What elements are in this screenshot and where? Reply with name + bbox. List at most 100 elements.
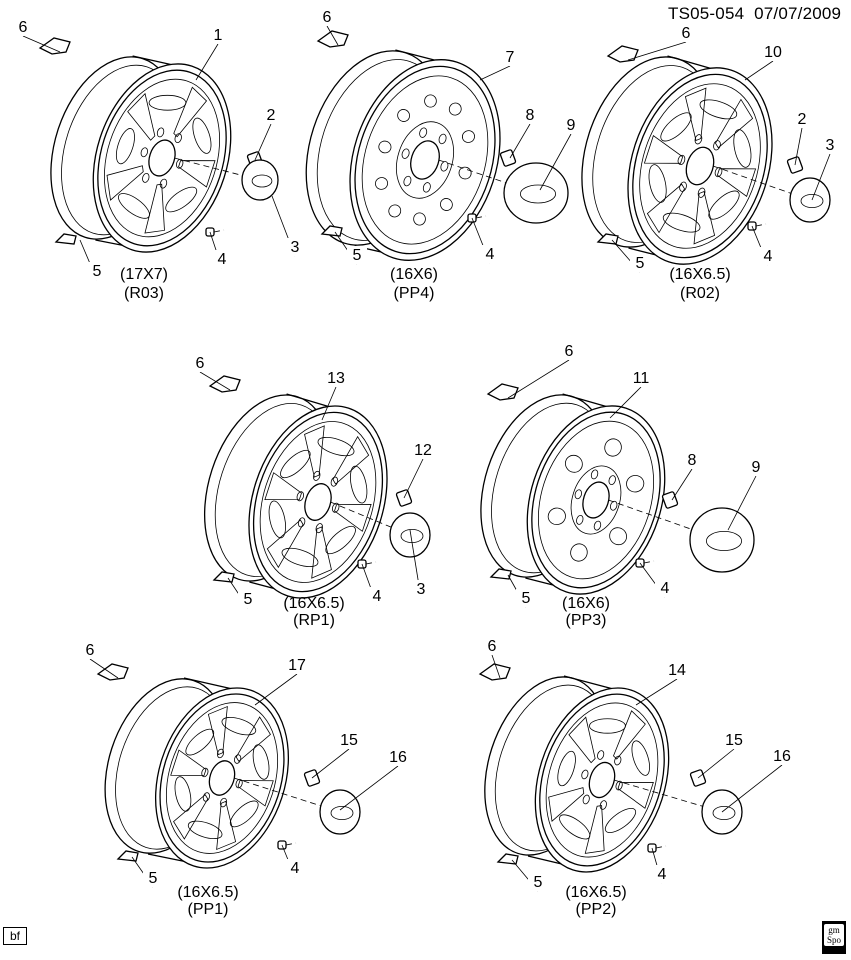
- wheel-spoke: [304, 425, 325, 478]
- wheel-spoke: [144, 183, 165, 234]
- lug-hole: [697, 187, 706, 198]
- wheel-spoke: [106, 165, 144, 201]
- callout-bg: [347, 246, 367, 264]
- spoke-window: [268, 500, 286, 539]
- center-cap-icon: [689, 507, 755, 573]
- spoke-window: [648, 164, 667, 203]
- wheel-spoke: [127, 92, 156, 141]
- center-bore: [208, 760, 236, 796]
- lug-nut-icon: [661, 491, 679, 509]
- callout-6: 6: [565, 343, 574, 360]
- spoke-window: [281, 547, 319, 567]
- callout-bg: [367, 587, 387, 605]
- spoke-window: [280, 449, 311, 479]
- tpms-sensor-icon: [54, 233, 77, 245]
- wheel-rim-flange: [539, 693, 665, 867]
- callout-2: 2: [267, 107, 276, 124]
- wheel-spoke: [264, 472, 302, 501]
- vent-hole: [397, 109, 410, 122]
- wheel-face-detail: [643, 87, 757, 245]
- callout-bg: [559, 342, 579, 360]
- lug-hole: [176, 158, 184, 169]
- vent-hole: [378, 140, 392, 154]
- callout-bg: [763, 43, 783, 61]
- leader-line: [635, 678, 678, 706]
- barrel-top-edge: [562, 393, 612, 409]
- wheel-rim-flange: [354, 65, 496, 255]
- wheel-face-detail: [548, 710, 654, 854]
- tpms-sensor-icon: [116, 850, 139, 862]
- callout-10: 10: [764, 44, 782, 61]
- callout-6: 6: [488, 638, 497, 655]
- callout-bg: [87, 262, 107, 280]
- leader-line: [507, 359, 570, 399]
- wheel-pocket: [609, 527, 627, 546]
- spoke-window: [559, 814, 591, 840]
- spoke-window: [187, 820, 223, 840]
- wheel-spoke: [715, 98, 754, 149]
- wheel-spoke: [684, 87, 707, 142]
- tpms-sensor-icon: [489, 568, 512, 580]
- wheel-front-rim: [526, 405, 666, 595]
- wheel-spoke: [266, 519, 304, 569]
- leader-line: [609, 386, 642, 419]
- callout-4: 4: [373, 588, 382, 605]
- assembly-axis: [365, 561, 377, 565]
- wheel-spoke: [548, 787, 585, 823]
- callout-bg: [317, 8, 337, 26]
- wheel-spoke: [237, 780, 274, 807]
- lug-hole: [330, 476, 339, 487]
- callout-16: 16: [773, 748, 791, 765]
- wheel-spoke: [173, 794, 209, 840]
- spoke-window: [252, 744, 270, 780]
- callout-4: 4: [291, 860, 300, 877]
- leader-line: [811, 153, 831, 201]
- callout-5: 5: [534, 874, 543, 891]
- spoke-window: [325, 525, 356, 555]
- callout-2: 2: [798, 111, 807, 128]
- center-cap-emblem-icon: [520, 184, 557, 204]
- callout-bg: [652, 865, 672, 883]
- vent-hole: [448, 102, 462, 116]
- callout-bg: [500, 48, 520, 66]
- wheel-face-detail: [170, 705, 274, 851]
- callout-bg: [212, 250, 232, 268]
- callout-5: 5: [353, 247, 362, 264]
- spoke-window: [557, 750, 576, 787]
- center-cap-emblem-icon: [800, 193, 824, 208]
- lug-hole: [614, 755, 622, 766]
- callout-5: 5: [149, 870, 158, 887]
- callout-bg: [285, 859, 305, 877]
- center-cap-icon: [389, 512, 431, 558]
- lug-hole: [608, 475, 616, 486]
- spoke-window: [317, 437, 355, 457]
- center-bore: [588, 761, 616, 799]
- wheel-size-label: (16X6): [390, 266, 438, 283]
- wheel-pocket: [565, 454, 583, 473]
- tpms-valve-stem-icon: [478, 663, 511, 681]
- callout-4: 4: [658, 866, 667, 883]
- center-bore: [410, 140, 440, 180]
- callout-5: 5: [244, 591, 253, 608]
- callout-6: 6: [86, 642, 95, 659]
- lug-hole: [576, 514, 584, 525]
- callout-bg: [724, 731, 744, 749]
- lug-hole: [440, 161, 449, 172]
- tpms-valve-stem-icon: [38, 37, 71, 55]
- wheel-size-label: (17X7): [120, 266, 168, 283]
- callout-15: 15: [725, 732, 743, 749]
- spoke-window: [660, 112, 692, 142]
- leader-line: [254, 123, 272, 161]
- wheel-spoke: [235, 716, 271, 762]
- barrel-top-edge: [183, 677, 238, 691]
- center-cap-emblem-icon: [251, 174, 273, 188]
- wheel-spoke: [170, 749, 207, 776]
- leader-line: [311, 748, 350, 779]
- assembly-axis: [755, 223, 767, 227]
- wheel-rpo-code: (R02): [680, 285, 720, 302]
- vent-hole: [424, 94, 437, 108]
